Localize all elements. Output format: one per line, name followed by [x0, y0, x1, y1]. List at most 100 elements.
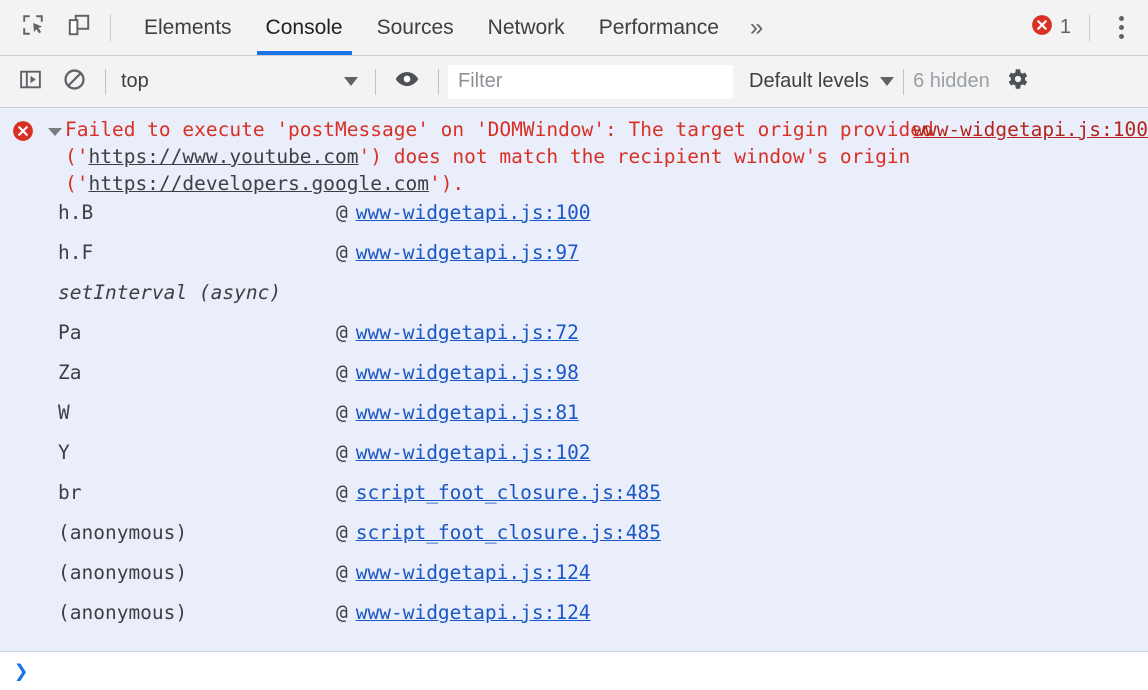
- console-filter-input[interactable]: [448, 64, 733, 99]
- error-text-segment-3: ').: [428, 172, 465, 195]
- tab-elements[interactable]: Elements: [127, 0, 249, 55]
- error-source-link[interactable]: www-widgetapi.js:100: [913, 118, 1148, 141]
- stack-async-label: setInterval (async): [58, 281, 282, 304]
- console-prompt-row[interactable]: ❯: [0, 652, 1148, 690]
- tab-elements-label: Elements: [144, 15, 232, 39]
- stack-source-link[interactable]: www-widgetapi.js:81: [355, 401, 579, 424]
- execution-context-label: top: [121, 70, 149, 92]
- tabbar-right-group: 1: [1025, 0, 1148, 55]
- stack-at-symbol: @: [336, 521, 348, 544]
- stack-trace: h.B @ www-widgetapi.js:100 h.F @ www-wid…: [0, 201, 1148, 641]
- stack-at-symbol: @: [336, 321, 348, 344]
- stack-trace-row[interactable]: h.B @ www-widgetapi.js:100: [58, 201, 1148, 241]
- tab-network-label: Network: [487, 15, 565, 39]
- stack-at-symbol: @: [336, 441, 348, 464]
- live-expression-eye-icon: [394, 66, 420, 97]
- stack-source-link[interactable]: www-widgetapi.js:72: [355, 321, 579, 344]
- device-toolbar-icon: [66, 12, 92, 43]
- stack-trace-row[interactable]: (anonymous) @ www-widgetapi.js:124: [58, 601, 1148, 641]
- stack-trace-row[interactable]: h.F @ www-widgetapi.js:97: [58, 241, 1148, 281]
- stack-function-name: (anonymous): [58, 561, 188, 584]
- live-expression-button[interactable]: [385, 60, 429, 104]
- stack-function-name: Za: [58, 361, 82, 384]
- tab-sources[interactable]: Sources: [360, 0, 471, 55]
- stack-trace-async-row: setInterval (async): [58, 281, 1148, 321]
- kebab-dot-1: [1118, 16, 1124, 21]
- stack-trace-row[interactable]: W @ www-widgetapi.js:81: [58, 401, 1148, 441]
- stack-source-link[interactable]: script_foot_closure.js:485: [355, 521, 661, 544]
- stack-function-name: h.B: [58, 201, 94, 224]
- console-sidebar-toggle-icon: [18, 67, 43, 97]
- clear-console-icon: [62, 67, 87, 97]
- console-toolbar-divider-1: [105, 68, 106, 95]
- stack-at-symbol: @: [336, 481, 348, 504]
- console-settings-button[interactable]: [996, 61, 1038, 103]
- stack-trace-row[interactable]: Y @ www-widgetapi.js:102: [58, 441, 1148, 481]
- console-prompt-input[interactable]: [28, 652, 1148, 690]
- more-tabs-button[interactable]: »: [736, 0, 777, 55]
- stack-source-link[interactable]: www-widgetapi.js:100: [355, 201, 591, 224]
- chevron-down-icon: [344, 77, 358, 86]
- stack-at-symbol: @: [336, 401, 348, 424]
- console-toolbar-divider-3: [438, 68, 439, 95]
- more-tabs-chevron-icon: »: [749, 13, 764, 41]
- devtools-tabbar: Elements Console Sources Network Perform…: [0, 0, 1148, 56]
- clear-console-button[interactable]: [52, 60, 96, 104]
- stack-function-name: W: [58, 401, 70, 424]
- expand-stack-trace-triangle-icon[interactable]: [48, 128, 62, 136]
- stack-source-link[interactable]: www-widgetapi.js:102: [355, 441, 591, 464]
- stack-trace-row[interactable]: (anonymous) @ script_foot_closure.js:485: [58, 521, 1148, 561]
- hidden-messages-count[interactable]: 6 hidden: [913, 70, 990, 92]
- stack-source-link[interactable]: www-widgetapi.js:124: [355, 601, 591, 624]
- stack-function-name: h.F: [58, 241, 94, 264]
- stack-trace-row[interactable]: Pa @ www-widgetapi.js:72: [58, 321, 1148, 361]
- stack-trace-row[interactable]: br @ script_foot_closure.js:485: [58, 481, 1148, 521]
- stack-source-link[interactable]: www-widgetapi.js:98: [355, 361, 579, 384]
- stack-at-symbol: @: [336, 241, 348, 264]
- panel-tabs: Elements Console Sources Network Perform…: [127, 0, 777, 55]
- stack-trace-row[interactable]: Za @ www-widgetapi.js:98: [58, 361, 1148, 401]
- error-message-header: Failed to execute 'postMessage' on 'DOMW…: [0, 116, 1148, 197]
- execution-context-selector[interactable]: top: [115, 70, 366, 93]
- stack-at-symbol: @: [336, 361, 348, 384]
- inspect-element-icon: [20, 12, 46, 43]
- tab-sources-label: Sources: [376, 15, 454, 39]
- error-count-badge[interactable]: 1: [1025, 14, 1077, 41]
- tab-console[interactable]: Console: [249, 0, 360, 55]
- stack-function-name: Pa: [58, 321, 82, 344]
- console-sidebar-toggle-button[interactable]: [8, 60, 52, 104]
- stack-trace-row[interactable]: (anonymous) @ www-widgetapi.js:124: [58, 561, 1148, 601]
- stack-at-symbol: @: [336, 561, 348, 584]
- stack-source-link[interactable]: www-widgetapi.js:124: [355, 561, 591, 584]
- stack-source-link[interactable]: script_foot_closure.js:485: [355, 481, 661, 504]
- chevron-down-icon: [880, 77, 895, 86]
- stack-at-symbol: @: [336, 601, 348, 624]
- stack-function-name: (anonymous): [58, 601, 188, 624]
- console-toolbar: top Default levels 6 hidden: [0, 56, 1148, 108]
- console-toolbar-divider-4: [903, 68, 905, 95]
- error-url-developers-google[interactable]: https://developers.google.com: [88, 172, 429, 195]
- tab-console-label: Console: [265, 15, 343, 39]
- stack-source-link[interactable]: www-widgetapi.js:97: [355, 241, 579, 264]
- tabbar-divider: [1089, 14, 1090, 41]
- error-message-text: Failed to execute 'postMessage' on 'DOMW…: [65, 116, 1140, 197]
- error-url-youtube[interactable]: https://www.youtube.com: [88, 145, 359, 168]
- error-count-label: 1: [1059, 16, 1071, 38]
- toolbar-divider: [110, 14, 111, 41]
- inspect-element-button[interactable]: [10, 0, 56, 55]
- kebab-dot-2: [1118, 25, 1124, 30]
- tab-performance-label: Performance: [598, 15, 719, 39]
- main-menu-button[interactable]: [1102, 8, 1140, 48]
- console-toolbar-divider-2: [375, 68, 376, 95]
- tab-performance[interactable]: Performance: [582, 0, 736, 55]
- log-levels-label: Default levels: [749, 70, 870, 92]
- stack-at-symbol: @: [336, 201, 348, 224]
- log-levels-selector[interactable]: Default levels: [749, 70, 895, 93]
- tab-network[interactable]: Network: [471, 0, 582, 55]
- device-toolbar-button[interactable]: [56, 0, 102, 55]
- error-circle-icon: [1031, 14, 1053, 41]
- error-text-segment-1: Failed to execute 'postMessage' on 'DOMW…: [65, 118, 946, 168]
- settings-gear-icon: [1004, 66, 1030, 97]
- console-error-message[interactable]: Failed to execute 'postMessage' on 'DOMW…: [0, 108, 1148, 652]
